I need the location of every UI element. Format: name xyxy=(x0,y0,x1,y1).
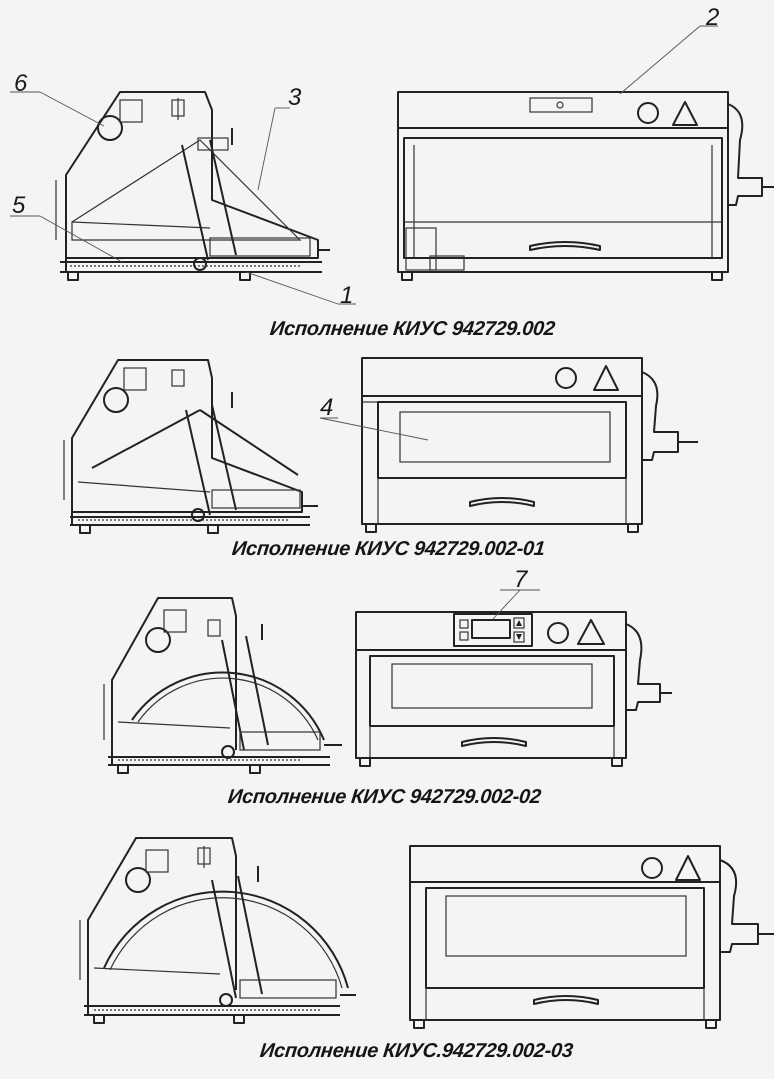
callout-1: 1 xyxy=(340,282,354,309)
callout-6: 6 xyxy=(14,70,28,97)
leader-lines xyxy=(10,25,718,621)
callout-7: 7 xyxy=(514,566,528,593)
caption-variant-4: Исполнение КИУС.942729.002-03 xyxy=(258,1040,574,1062)
variant-2-side-view xyxy=(63,359,318,534)
callout-3: 3 xyxy=(288,84,302,111)
variant-4-front-view xyxy=(409,845,774,1029)
callout-5: 5 xyxy=(12,192,26,219)
crank-handle-icon xyxy=(727,103,763,206)
caption-variant-2: Исполнение КИУС 942729.002-01 xyxy=(230,538,546,560)
triangle-warning-icon xyxy=(672,101,698,126)
callout-4: 4 xyxy=(320,394,334,421)
variant-1-front-view xyxy=(397,91,774,281)
caption-variant-3: Исполнение КИУС 942729.002-02 xyxy=(226,786,542,808)
circle-symbol-icon xyxy=(637,102,659,124)
caption-variant-1: Исполнение КИУС 942729.002 xyxy=(268,318,556,340)
motor-icon xyxy=(97,115,123,141)
variant-3-side-view xyxy=(103,597,342,774)
callout-2: 2 xyxy=(706,4,720,31)
variant-2-front-view xyxy=(361,357,698,533)
variant-1-side-view xyxy=(55,91,330,281)
temperature-controller-icon xyxy=(453,613,533,647)
variant-4-side-view xyxy=(79,837,356,1024)
variant-3-front-view xyxy=(355,611,672,767)
